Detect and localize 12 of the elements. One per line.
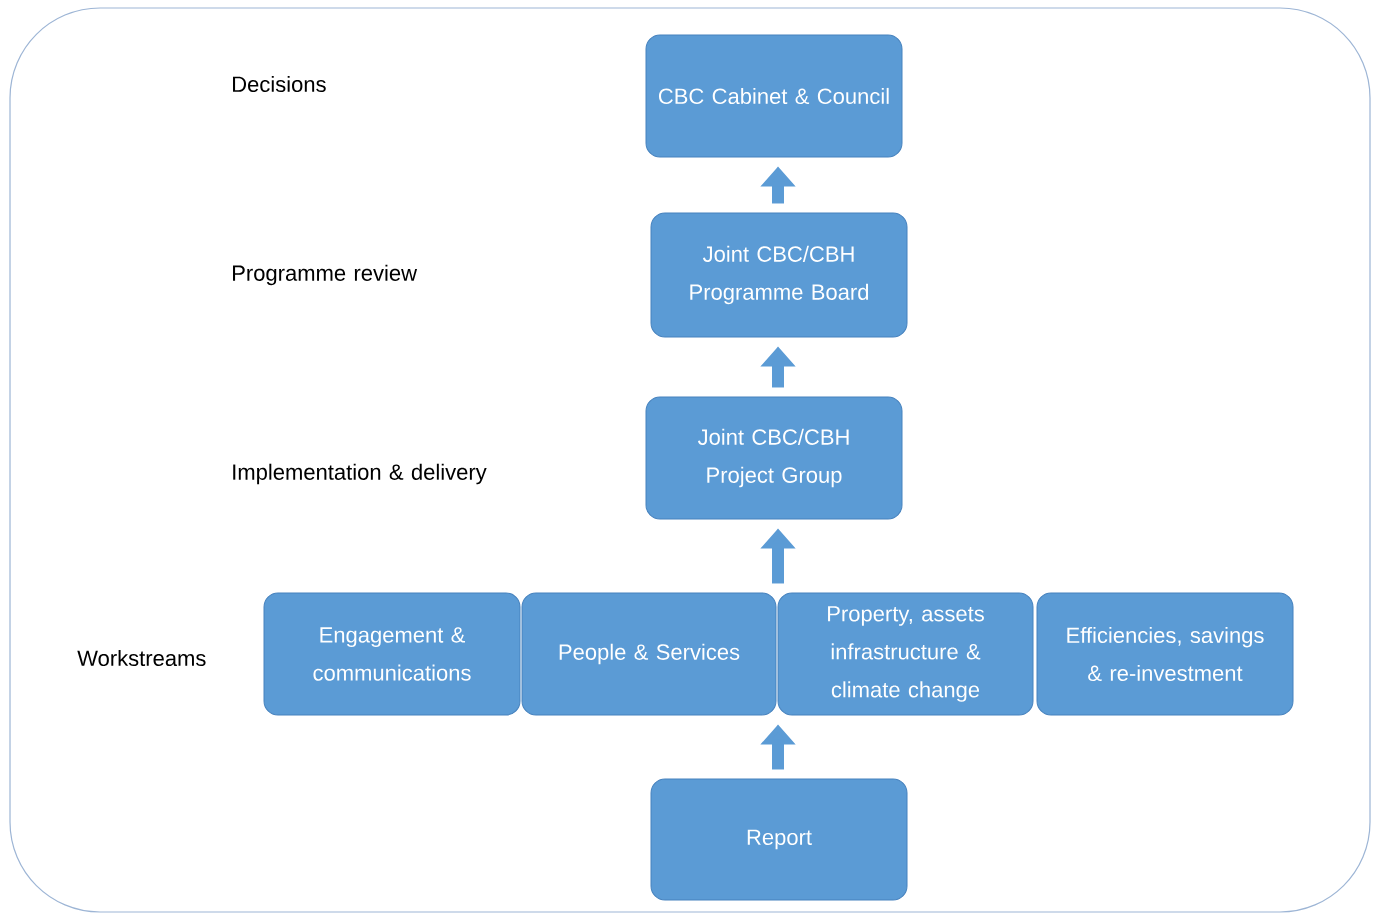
- process-box: Joint CBC/CBH Project Group: [645, 396, 903, 520]
- level-label: Workstreams: [77, 649, 206, 667]
- process-box: Property, assets infrastructure & climate change: [777, 592, 1034, 716]
- process-box: Efficiencies, savings & re-investment: [1036, 592, 1294, 716]
- process-box: Report: [650, 778, 908, 901]
- process-box: People & Services: [521, 592, 777, 716]
- level-label: Programme review: [233, 264, 418, 286]
- process-box: Joint CBC/CBH Programme Board: [650, 212, 908, 338]
- process-box: Engagement & communications: [263, 592, 521, 716]
- level-label: Decisions: [233, 75, 326, 93]
- level-label: Implementation & delivery: [233, 463, 487, 485]
- process-box: CBC Cabinet & Council: [645, 34, 903, 158]
